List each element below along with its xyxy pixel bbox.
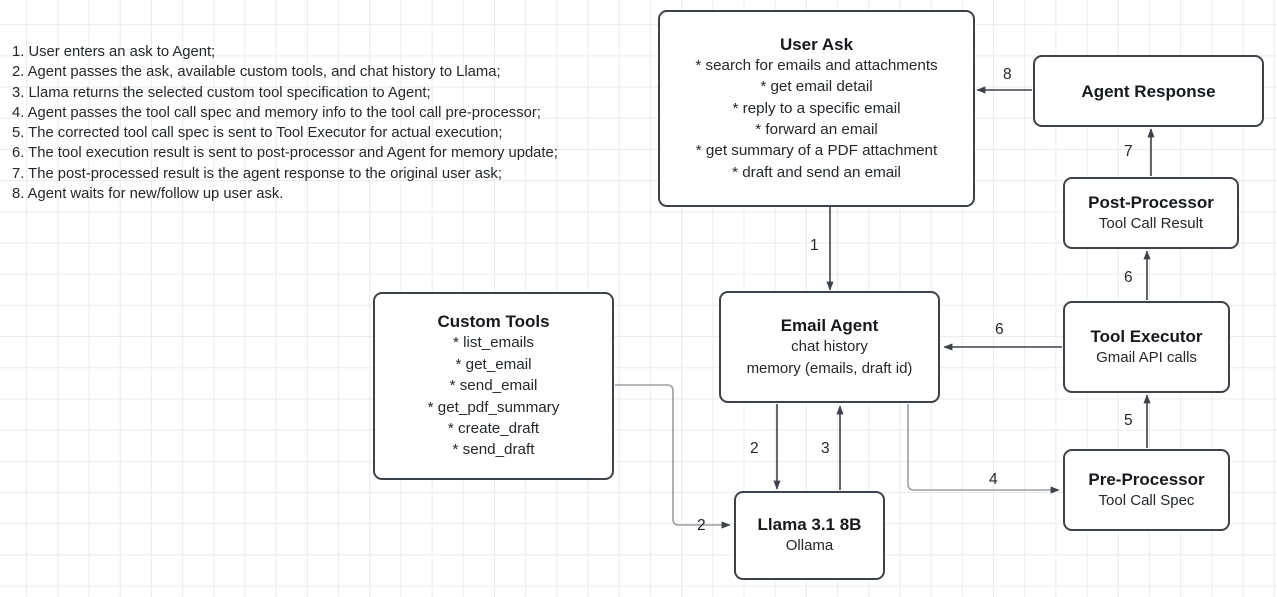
edge-label-4: 4: [989, 471, 998, 488]
edge-label-2-email-agent: 2: [750, 440, 759, 457]
edge-email-agent-to-pre-processor: [907, 404, 1060, 494]
process-step-6: 6. The tool execution result is sent to …: [12, 145, 558, 162]
node-llama[interactable]: Llama 3.1 8B Ollama: [734, 491, 885, 580]
user-ask-item-3: * forward an email: [755, 121, 878, 138]
edge-label-2-custom-tools: 2: [697, 517, 706, 534]
edge-label-6-email-agent: 6: [995, 321, 1004, 338]
node-tool-executor[interactable]: Tool Executor Gmail API calls: [1063, 301, 1230, 393]
process-step-4: 4. Agent passes the tool call spec and m…: [12, 104, 541, 121]
node-user-ask-bullets: * search for emails and attachments * ge…: [695, 55, 937, 183]
node-tool-executor-subtitle: Gmail API calls: [1096, 348, 1197, 366]
process-step-8: 8. Agent waits for new/follow up user as…: [12, 186, 284, 203]
node-email-agent-subtitle-2: memory (emails, draft id): [746, 359, 913, 377]
edge-custom-tools-to-llama: [615, 384, 731, 529]
node-post-processor-subtitle: Tool Call Result: [1098, 214, 1204, 232]
node-post-processor-title: Post-Processor: [1088, 192, 1214, 212]
node-email-agent-title: Email Agent: [780, 316, 879, 335]
node-email-agent-subtitle-1: chat history: [791, 338, 868, 355]
user-ask-item-5: * draft and send an email: [732, 163, 901, 181]
process-steps-list: 1. User enters an ask to Agent; 2. Agent…: [12, 42, 652, 204]
node-user-ask[interactable]: User Ask * search for emails and attachm…: [658, 10, 975, 207]
user-ask-item-1: * get email detail: [760, 78, 873, 96]
custom-tool-item-4: * create_draft: [447, 419, 540, 437]
node-custom-tools[interactable]: Custom Tools * list_emails * get_email *…: [373, 292, 614, 480]
node-tool-executor-title: Tool Executor: [1090, 326, 1203, 346]
node-post-processor[interactable]: Post-Processor Tool Call Result: [1063, 177, 1239, 249]
process-step-7: 7. The post-processed result is the agen…: [12, 165, 502, 182]
process-step-1: 1. User enters an ask to Agent;: [12, 44, 216, 60]
user-ask-item-0: * search for emails and attachments: [695, 56, 938, 74]
custom-tool-item-1: * get_email: [455, 355, 532, 373]
node-user-ask-title: User Ask: [779, 34, 854, 54]
node-custom-tools-bullets: * list_emails * get_email * send_email *…: [428, 332, 560, 460]
node-email-agent[interactable]: Email Agent chat history memory (emails,…: [719, 291, 940, 403]
node-pre-processor-title: Pre-Processor: [1088, 469, 1205, 489]
node-pre-processor[interactable]: Pre-Processor Tool Call Spec: [1063, 449, 1230, 531]
user-ask-item-2: * reply to a specific email: [732, 99, 901, 117]
node-agent-response[interactable]: Agent Response: [1033, 55, 1264, 127]
node-llama-title: Llama 3.1 8B: [757, 515, 862, 535]
user-ask-item-4: * get summary of a PDF attachment: [695, 142, 938, 160]
node-pre-processor-subtitle: Tool Call Spec: [1098, 491, 1195, 509]
edge-label-3: 3: [821, 440, 830, 457]
custom-tool-item-0: * list_emails: [452, 334, 534, 352]
node-custom-tools-title: Custom Tools: [437, 312, 550, 332]
custom-tool-item-2: * send_email: [449, 377, 538, 395]
process-step-3: 3. Llama returns the selected custom too…: [12, 84, 431, 101]
custom-tool-item-3: * get_pdf_summary: [427, 398, 560, 416]
edge-label-1: 1: [810, 237, 819, 254]
edge-label-8: 8: [1003, 66, 1012, 83]
edge-label-6-post-processor: 6: [1124, 269, 1133, 286]
custom-tool-item-5: * send_draft: [452, 441, 535, 459]
node-agent-response-title: Agent Response: [1081, 81, 1216, 101]
process-step-2: 2. Agent passes the ask, available custo…: [12, 64, 501, 81]
node-llama-subtitle: Ollama: [785, 537, 834, 555]
edge-label-5: 5: [1124, 412, 1133, 429]
process-step-5: 5. The corrected tool call spec is sent …: [12, 125, 503, 142]
edge-label-7: 7: [1124, 143, 1133, 160]
